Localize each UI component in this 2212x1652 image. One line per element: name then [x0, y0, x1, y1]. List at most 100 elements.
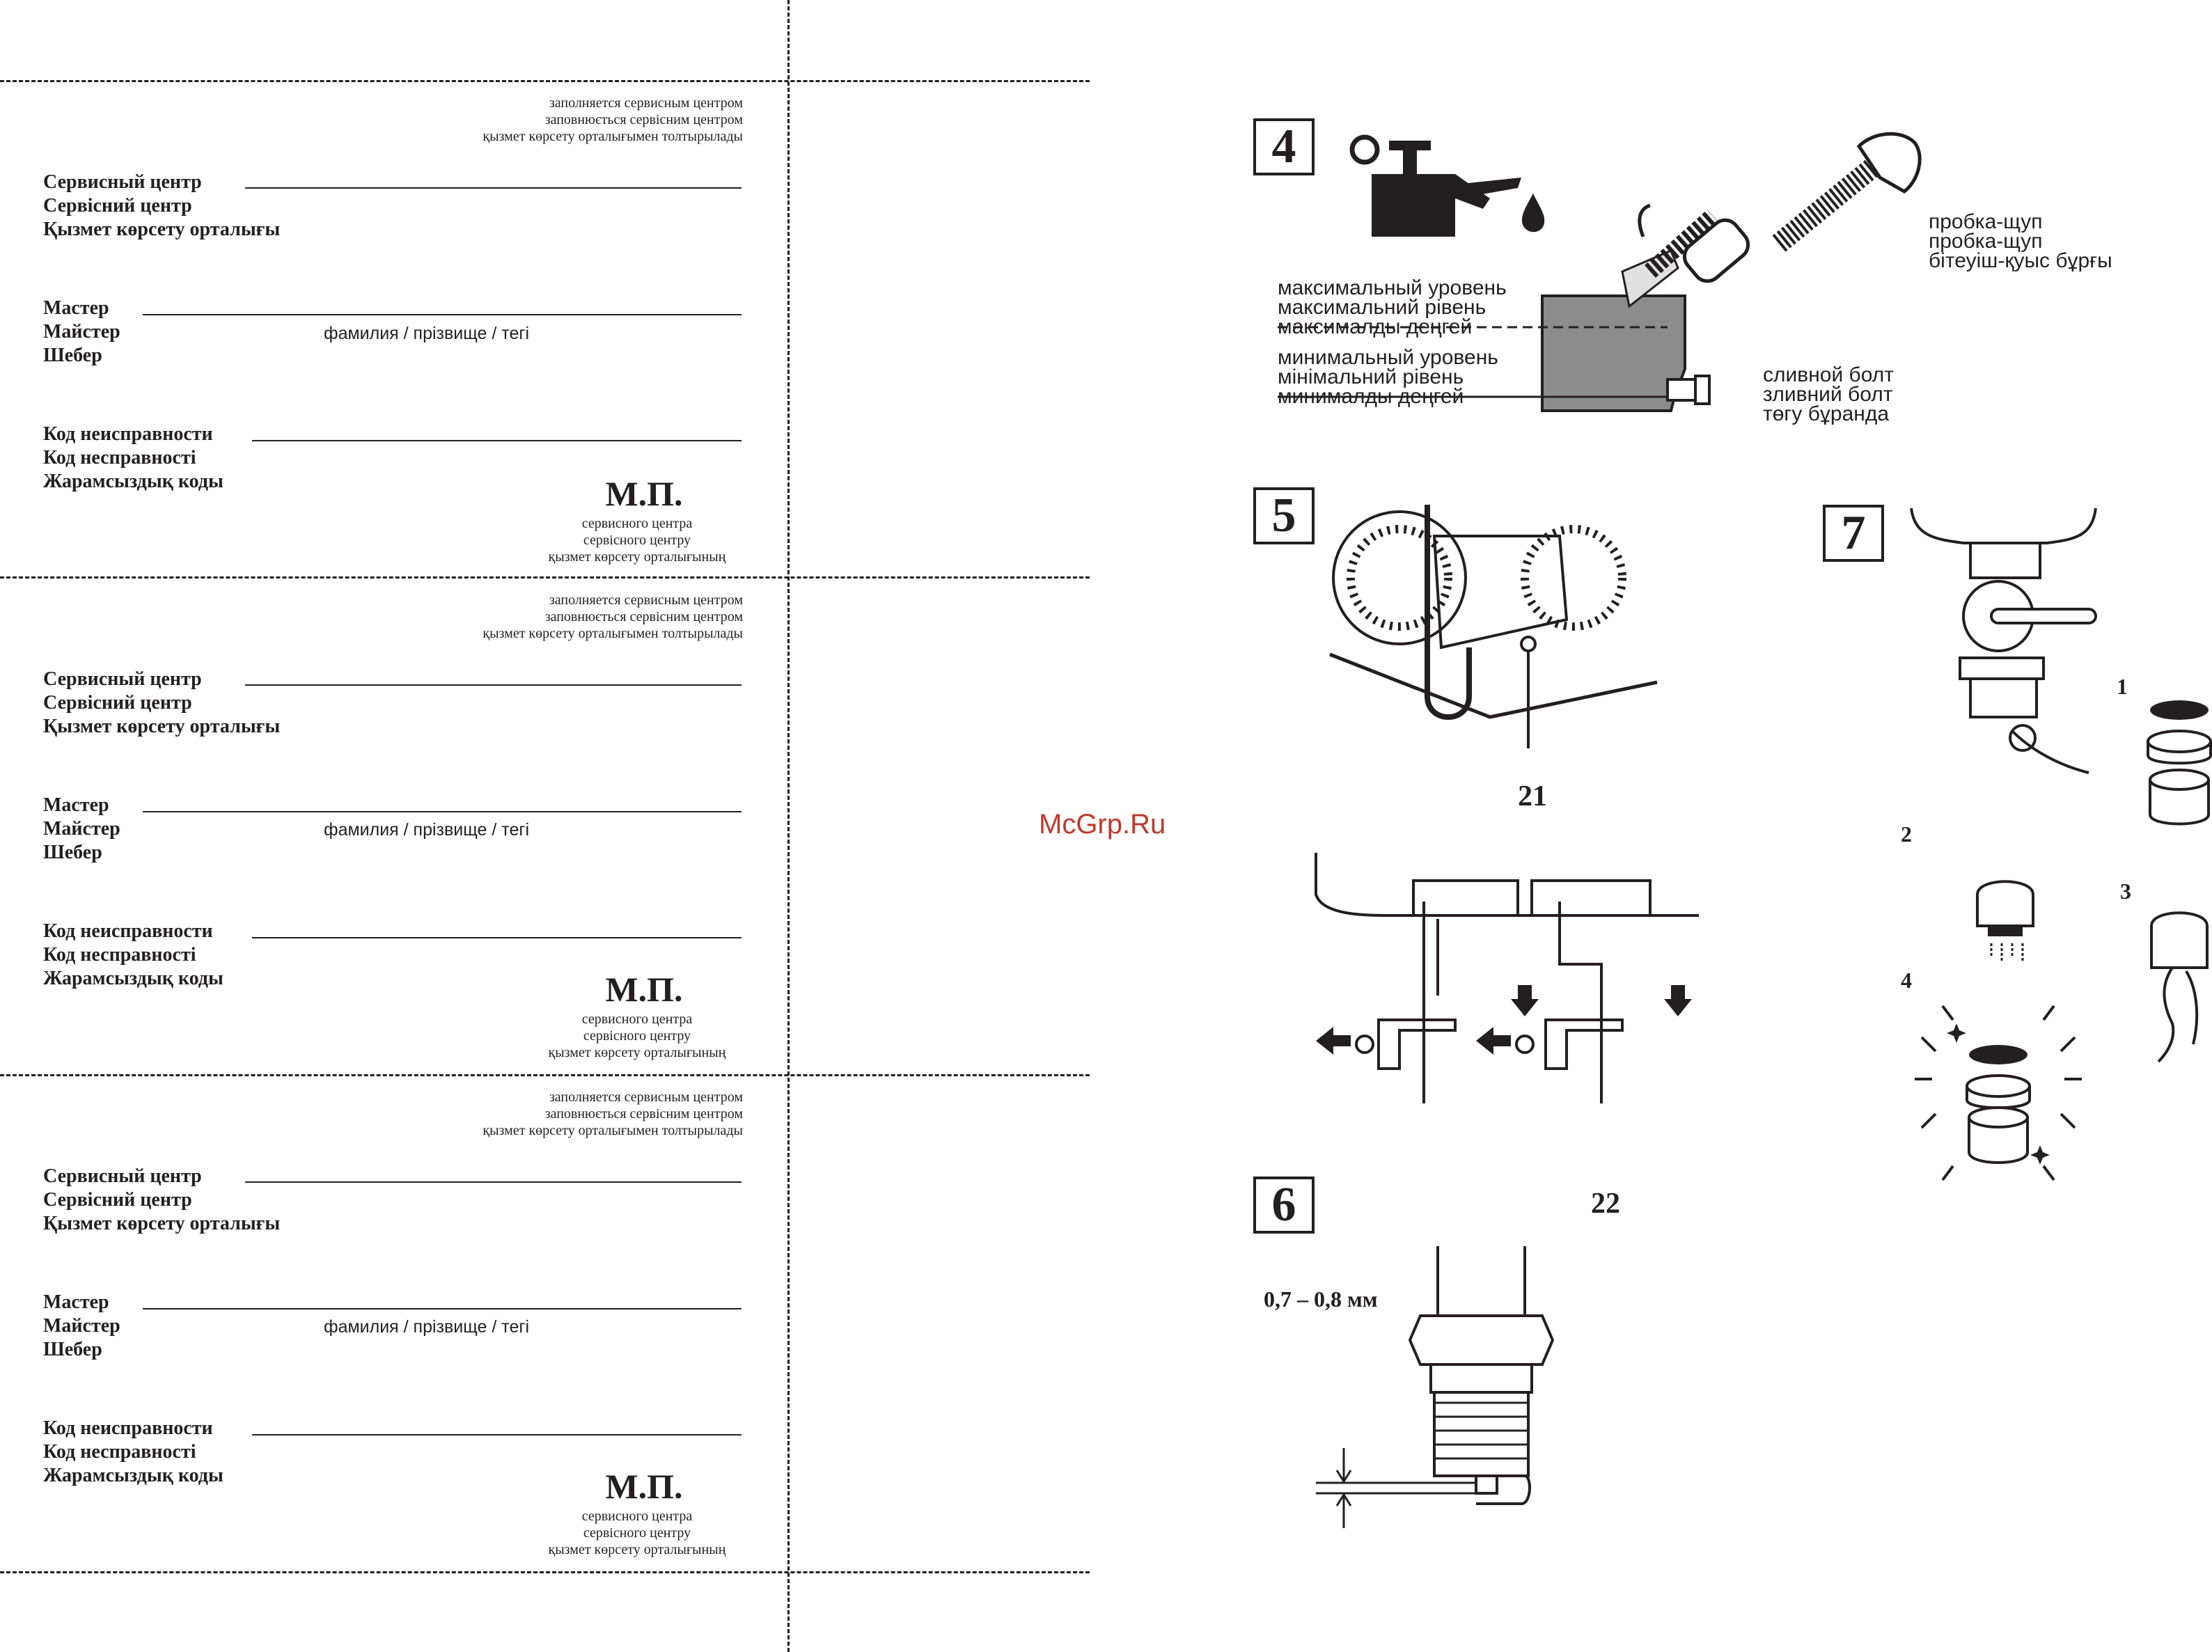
step-4-number: 4	[1253, 118, 1315, 175]
fill-note-ru: заполняется сервисным центром	[549, 592, 743, 608]
fill-note: заполняется сервисным центром заповнюєть…	[256, 592, 743, 642]
master-field[interactable]	[143, 314, 742, 315]
fault-code-kk: Жарамсыздық коды	[43, 471, 223, 492]
ref-22: 22	[1591, 1188, 1620, 1220]
fault-code-kk: Жарамсыздық коды	[43, 968, 223, 989]
fill-note-ru: заполняется сервисным центром	[549, 95, 743, 111]
max-level-label: максимальный уровень максимальний рівень…	[1278, 276, 1507, 338]
fill-note: заполняется сервисным центром заповнюєть…	[256, 1089, 743, 1139]
stamp-caption: сервисного центра сервісного центру қызм…	[512, 1508, 762, 1558]
fault-code-ru: Код неисправности	[43, 423, 213, 445]
drain-bolt-label: сливной болт зливний болт төгу бұранда	[1763, 363, 1894, 425]
master-kk: Шебер	[43, 842, 102, 863]
stamp-caption-uk: сервісного центру	[583, 1525, 691, 1541]
service-center-field[interactable]	[245, 1181, 742, 1183]
drain-bolt-uk: зливний болт	[1763, 383, 1893, 406]
service-center-uk: Сервісний центр	[43, 195, 192, 217]
service-center-label: Сервисный центр Сервісний центр Қызмет к…	[43, 1165, 280, 1236]
stamp-caption-kk: қызмет көрсету орталығының	[548, 549, 726, 565]
cut-line-1	[0, 80, 1090, 82]
step-6-number: 6	[1253, 1177, 1315, 1234]
filter-assembly-clean-icon	[1915, 1005, 2082, 1181]
cut-line-4	[0, 1571, 1090, 1573]
stamp-caption: сервисного центра сервісного центру қызм…	[512, 1011, 762, 1061]
service-center-kk: Қызмет көрсету орталығы	[43, 716, 281, 737]
filter-cup-1-icon	[2147, 700, 2212, 826]
dipstick-ru: пробка-щуп	[1929, 210, 2043, 233]
service-center-kk: Қызмет көрсету орталығы	[43, 219, 281, 240]
master-label: Мастер Майстер Шебер	[43, 794, 120, 865]
max-level-uk: максимальний рівень	[1278, 296, 1487, 319]
stamp-caption-ru: сервисного центра	[581, 1509, 693, 1524]
master-uk: Майстер	[43, 321, 120, 343]
master-field[interactable]	[143, 811, 742, 812]
substep-1: 1	[2117, 674, 2128, 699]
level-lines	[1278, 326, 1668, 398]
fill-note-uk: заповнюється сервісним центром	[544, 609, 743, 624]
fault-code-field[interactable]	[252, 440, 742, 441]
min-level-ru: минимальный уровень	[1278, 346, 1498, 369]
master-label: Мастер Майстер Шебер	[43, 297, 120, 368]
master-uk: Майстер	[43, 818, 120, 840]
service-center-ru: Сервисный центр	[43, 668, 202, 690]
fault-code-label: Код неисправности Код несправності Жарам…	[43, 1417, 223, 1488]
master-kk: Шебер	[43, 345, 102, 366]
service-center-ru: Сервисный центр	[43, 1165, 202, 1187]
fault-code-ru: Код неисправности	[43, 1417, 213, 1439]
stamp-caption-kk: қызмет көрсету орталығының	[548, 1542, 726, 1557]
dipstick-uk: пробка-щуп	[1929, 230, 2043, 253]
stamp-caption-ru: сервисного центра	[581, 516, 693, 531]
master-field[interactable]	[143, 1308, 742, 1309]
service-center-field[interactable]	[245, 187, 742, 189]
cut-line-3	[0, 1074, 1090, 1076]
fault-code-field[interactable]	[252, 1434, 742, 1435]
fault-code-uk: Код несправності	[43, 944, 196, 966]
fill-note-uk: заповнюється сервісним центром	[544, 112, 743, 127]
substep-3: 3	[2120, 879, 2131, 904]
service-center-uk: Сервісний центр	[43, 692, 192, 714]
filter-cup-dry-icon	[2150, 911, 2209, 1063]
fill-note-kk: қызмет көрсету орталығымен толтырылады	[483, 129, 743, 144]
master-kk: Шебер	[43, 1339, 102, 1360]
name-hint: фамилия / прізвище / тегі	[324, 324, 530, 343]
stamp-place: М.П.	[605, 1467, 683, 1506]
ref-21: 21	[1518, 780, 1547, 812]
master-ru: Мастер	[43, 297, 109, 319]
fill-note: заполняется сервисным центром заповнюєть…	[256, 95, 743, 145]
drain-bolt-ru: сливной болт	[1763, 363, 1894, 386]
vertical-cut-line	[787, 0, 790, 1652]
fault-code-ru: Код неисправности	[43, 920, 213, 942]
fault-code-label: Код неисправности Код несправності Жарам…	[43, 920, 223, 991]
service-center-uk: Сервісний центр	[43, 1189, 192, 1211]
substep-2: 2	[1901, 821, 1912, 847]
fault-code-label: Код неисправности Код несправності Жарам…	[43, 423, 223, 494]
fill-note-uk: заповнюється сервісним центром	[544, 1106, 743, 1122]
service-center-kk: Қызмет көрсету орталығы	[43, 1213, 281, 1234]
fault-code-uk: Код несправності	[43, 1441, 196, 1463]
substep-4: 4	[1901, 968, 1912, 993]
service-center-ru: Сервисный центр	[43, 171, 202, 193]
stamp-caption-uk: сервісного центру	[583, 533, 691, 548]
fault-code-field[interactable]	[252, 937, 742, 938]
master-label: Мастер Майстер Шебер	[43, 1291, 120, 1362]
stamp-caption-kk: қызмет көрсету орталығының	[548, 1045, 726, 1060]
service-center-label: Сервисный центр Сервісний центр Қызмет к…	[43, 171, 280, 242]
max-level-ru: максимальный уровень	[1278, 276, 1507, 299]
stamp-place: М.П.	[605, 970, 683, 1009]
watermark-link[interactable]: McGrp.Ru	[1039, 809, 1166, 840]
mounting-brackets-drawing	[1315, 853, 1699, 1103]
service-center-field[interactable]	[245, 684, 742, 686]
fill-note-ru: заполняется сервисным центром	[549, 1089, 743, 1105]
fill-note-kk: қызмет көрсету орталығымен толтырылады	[483, 1123, 743, 1138]
service-center-label: Сервисный центр Сервісний центр Қызмет к…	[43, 668, 280, 739]
master-uk: Майстер	[43, 1315, 120, 1337]
spark-plug-drawing	[1316, 1246, 1555, 1528]
fuel-tap-drawing	[1910, 508, 2097, 774]
stamp-place: М.П.	[605, 474, 683, 513]
name-hint: фамилия / прізвище / тегі	[324, 1317, 530, 1337]
step-5-number: 5	[1253, 487, 1315, 544]
dipstick-icon	[1645, 132, 1922, 283]
min-level-uk: мінімальний рівень	[1278, 365, 1464, 388]
gap-label: 0,7 – 0,8 мм	[1264, 1287, 1378, 1312]
cut-line-2	[0, 576, 1090, 579]
